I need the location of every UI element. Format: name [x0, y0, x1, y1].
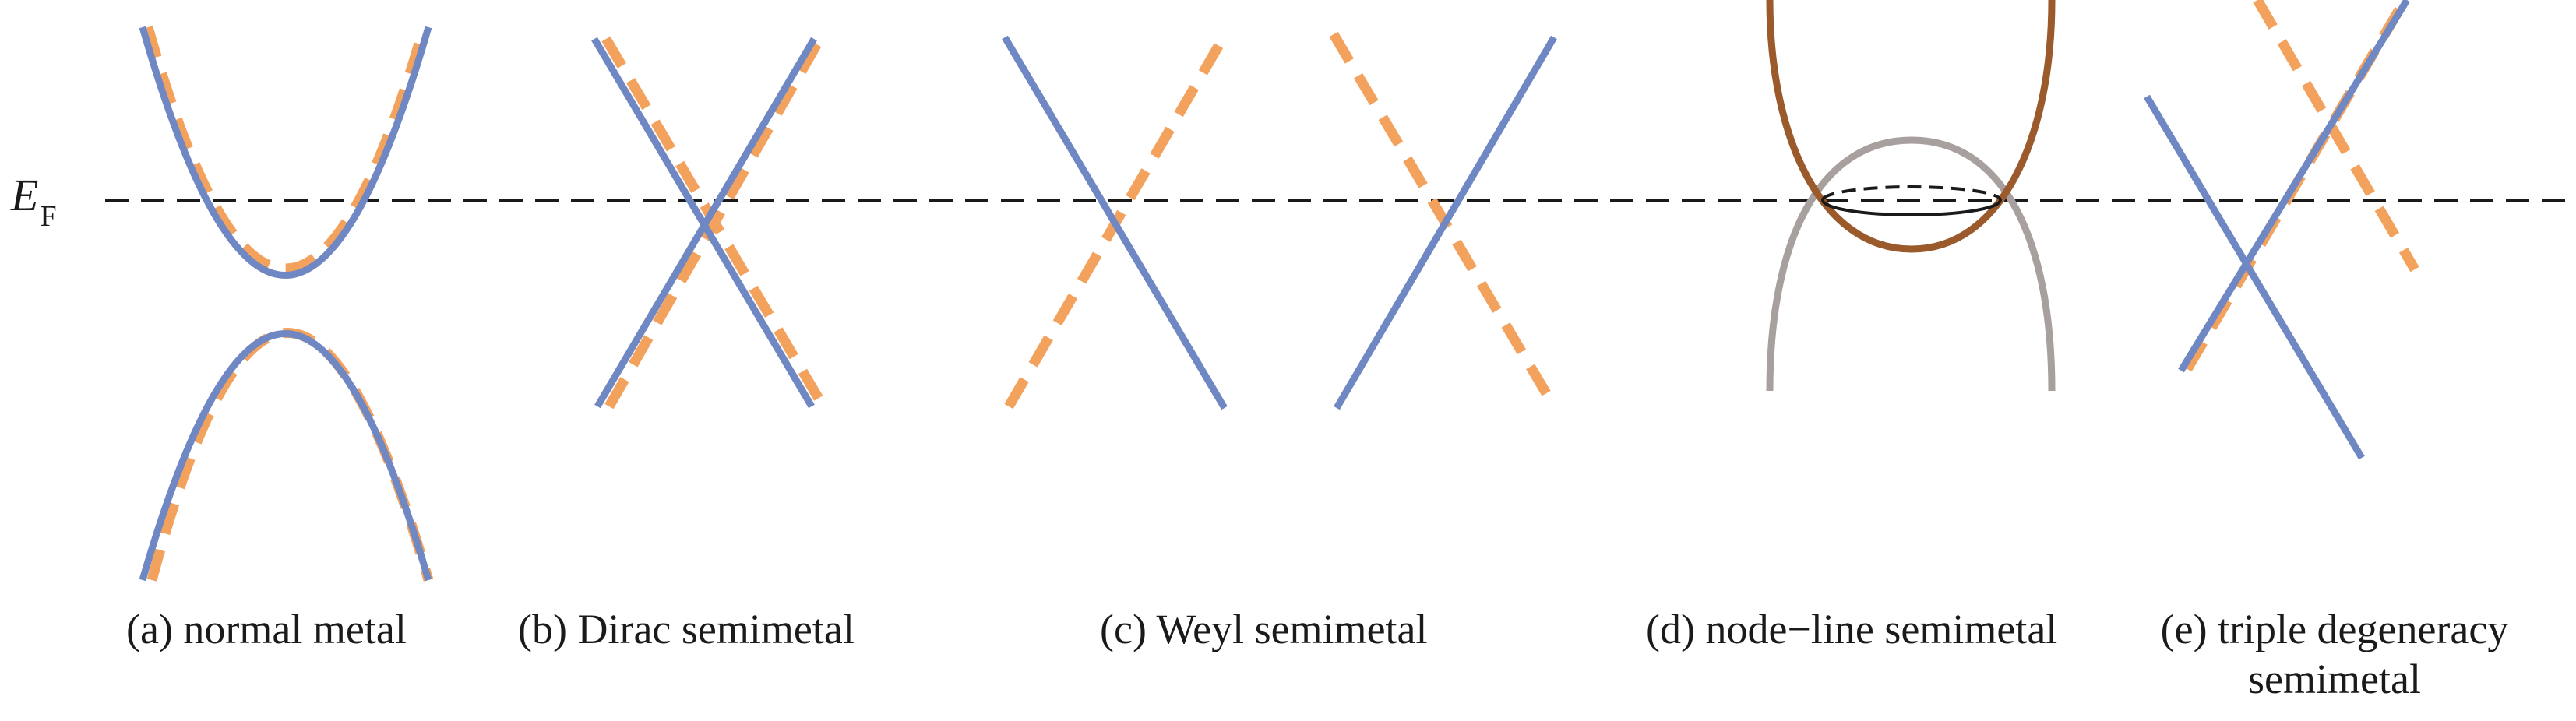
caption-triple-degeneracy-line2: semimetal	[2248, 656, 2421, 702]
panel-a-conduction-band-orange	[143, 26, 429, 274]
panel-d-band-brown	[1766, 0, 2056, 253]
panel-d-nodal-ring-front	[1821, 199, 2002, 216]
caption-dirac-semimetal: (b) Dirac semimetal	[518, 606, 855, 652]
panel-b-dirac-semimetal	[591, 33, 828, 410]
panel-e-band-orange-cone-down	[2253, 0, 2419, 273]
caption-weyl-semimetal: (c) Weyl semimetal	[1100, 606, 1428, 652]
fermi-level-label: EF	[11, 170, 57, 232]
fermi-level-subscript: F	[40, 200, 57, 233]
caption-normal-metal: (a) normal metal	[126, 606, 407, 652]
panel-c-left-cone-blue	[1002, 35, 1228, 410]
panel-e-triple-degeneracy-semimetal	[2144, 0, 2419, 460]
panel-e-band-blue-falling	[2144, 94, 2365, 460]
panel-a-conduction-band-blue	[139, 26, 432, 279]
panel-c-right-cone-blue	[1334, 35, 1557, 410]
panel-d-nodal-ring-back	[1821, 185, 2002, 201]
panel-a-normal-metal	[139, 26, 434, 582]
caption-triple-degeneracy-line1: (e) triple degeneracy	[2160, 606, 2509, 652]
panel-b-band-blue-2	[594, 37, 817, 409]
panel-d-band-gray	[1766, 136, 2056, 392]
panel-c-weyl-semimetal	[1002, 31, 1559, 410]
panel-b-band-orange-2	[604, 33, 826, 410]
caption-triple-degeneracy-semimetal: (e) triple degeneracy semimetal	[2144, 604, 2525, 704]
fermi-level-symbol: E	[11, 170, 39, 220]
panel-a-valence-band-blue	[139, 330, 432, 582]
caption-node-line-semimetal: (d) node−line semimetal	[1646, 606, 2058, 652]
panel-d-node-line-semimetal	[1766, 0, 2056, 392]
panel-e-band-blue-rising	[2178, 0, 2410, 373]
